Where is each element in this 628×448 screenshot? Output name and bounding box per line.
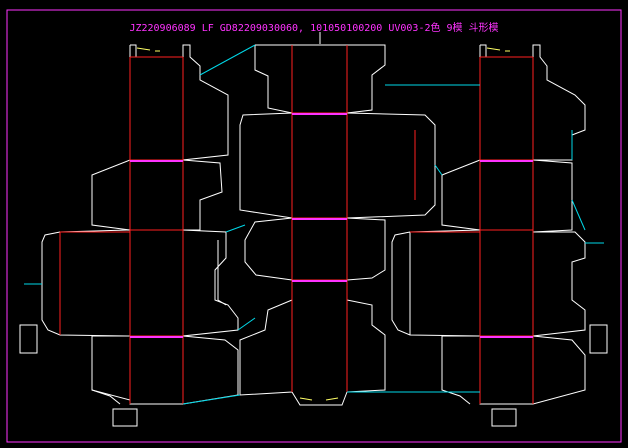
right-tab-box: [589, 324, 608, 354]
right-bottom-box: [491, 408, 517, 427]
left-tab-box: [19, 324, 38, 354]
cut-lines: [19, 44, 608, 427]
bridge-lines: [24, 44, 604, 405]
crease-lines: [59, 45, 534, 404]
left-bottom-box: [112, 408, 138, 427]
yellow-markers: [136, 47, 510, 401]
drawing-frame: [6, 9, 622, 443]
perforation-marks: [130, 113, 533, 338]
drawing-title: JZ220906089 LF GD82209030060, 1010501002…: [129, 23, 499, 34]
